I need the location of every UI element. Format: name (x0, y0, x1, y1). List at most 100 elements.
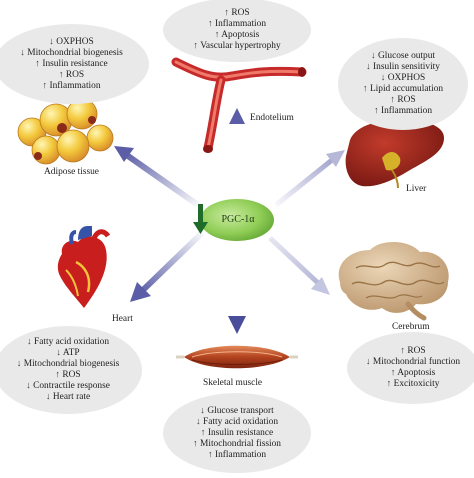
effect-text: ATP (62, 348, 80, 358)
heart-label: Heart (112, 314, 133, 324)
effect-text: Glucose transport (207, 405, 274, 416)
effect-text: Inflammation (215, 449, 267, 460)
pgc1a-label: PGC-1α (221, 214, 255, 225)
liver-effects: ↓ Glucose output↓ Insulin sensitivity↓ O… (338, 38, 468, 130)
adipose-cells-illustration (17, 98, 114, 165)
up-arrow-icon: ↑ (58, 69, 64, 80)
effect-text: Inflammation (215, 19, 267, 29)
effect-text: Mitochondrial function (372, 357, 461, 367)
effect-text: Excitoxicity (393, 379, 440, 389)
down-arrow-icon: ↓ (195, 416, 201, 427)
effect-item: ↑ Apoptosis (215, 30, 260, 41)
effect-item: ↓ Glucose output (371, 51, 435, 62)
up-arrow-icon: ↑ (42, 80, 48, 91)
effect-text: Mitochondrial biogenesis (27, 47, 123, 58)
skeletal-muscle-effects: ↓ Glucose transport↓ Fatty acid oxidatio… (163, 393, 311, 473)
up-arrow-icon: ↑ (35, 58, 40, 69)
up-arrow-icon: ↑ (390, 368, 396, 378)
effect-item: ↓ Heart rate (46, 392, 90, 403)
effect-text: Fatty acid oxidation (203, 416, 279, 427)
effect-item: ↑ Apoptosis (391, 368, 436, 379)
effect-item: ↓ Mitochondrial biogenesis (20, 48, 123, 59)
skeletal-muscle-illustration (176, 345, 298, 369)
up-arrow-icon: ↑ (400, 346, 406, 356)
effect-text: Heart rate (52, 392, 91, 402)
brain-illustration (338, 241, 449, 321)
down-arrow-icon: ↓ (56, 348, 62, 358)
up-arrow-icon: ↑ (390, 95, 396, 105)
adipose-effects: ↓ OXPHOS↓ Mitochondrial biogenesis↑ Insu… (0, 24, 149, 104)
effect-text: Vascular hypertrophy (200, 41, 281, 51)
effect-item: ↓ OXPHOS (49, 37, 94, 48)
effect-item: ↓ Contractile response (26, 381, 110, 392)
up-arrow-icon: ↑ (386, 379, 392, 389)
up-arrow-icon: ↑ (200, 427, 206, 438)
effect-text: Mitochondrial fission (200, 438, 281, 449)
effect-item: ↓ Mitochondrial biogenesis (17, 359, 120, 370)
liver-illustration (345, 119, 444, 189)
cerebrum-effects: ↑ ROS↓ Mitochondrial function↑ Apoptosis… (347, 332, 474, 404)
effect-text: Fatty acid oxidation (34, 337, 110, 347)
endothelium-effects: ↑ ROS↑ Inflammation↑ Apoptosis↑ Vascular… (163, 0, 311, 62)
effect-text: Mitochondrial biogenesis (23, 359, 120, 369)
effect-item: ↑ Inflammation (374, 106, 432, 117)
effect-text: Apoptosis (221, 30, 260, 40)
effect-item: ↓ Fatty acid oxidation (27, 337, 109, 348)
effect-text: Insulin resistance (207, 427, 274, 438)
down-arrow-icon: ↓ (26, 337, 32, 347)
effect-text: Inflammation (49, 80, 101, 91)
effect-text: ROS (65, 69, 85, 80)
effect-text: ROS (397, 95, 416, 105)
adipose-label: Adipose tissue (44, 167, 99, 177)
effect-item: ↑ Excitoxicity (387, 379, 440, 390)
effect-item: ↑ ROS (400, 346, 425, 357)
down-arrow-icon: ↓ (20, 47, 25, 58)
heart-effects: ↓ Fatty acid oxidation↓ ATP↓ Mitochondri… (0, 326, 142, 414)
down-arrow-icon: ↓ (370, 51, 376, 61)
heart-illustration (57, 226, 111, 308)
effect-text: Glucose output (378, 51, 436, 61)
effect-text: Insulin resistance (42, 58, 108, 69)
skeletal-muscle-label: Skeletal muscle (203, 378, 263, 388)
connector-adipose (114, 146, 200, 208)
up-arrow-icon: ↑ (214, 30, 220, 40)
down-arrow-icon: ↓ (200, 405, 205, 416)
effect-item: ↓ OXPHOS (381, 73, 426, 84)
connector-endothelium (229, 108, 245, 194)
up-arrow-icon: ↑ (207, 449, 213, 460)
connector-muscle (228, 243, 246, 334)
blood-vessel-illustration (171, 57, 307, 153)
effect-item: ↑ ROS (224, 8, 249, 19)
up-arrow-icon: ↑ (55, 370, 61, 380)
cerebrum-label: Cerebrum (392, 322, 430, 332)
connector-heart (130, 230, 205, 302)
effect-item: ↑ Inflammation (208, 19, 266, 30)
up-arrow-icon: ↑ (207, 19, 213, 29)
down-arrow-icon: ↓ (380, 73, 386, 83)
liver-label: Liver (406, 184, 427, 194)
effect-text: ROS (407, 346, 426, 356)
effect-item: ↑ Insulin resistance (201, 428, 273, 439)
effect-item: ↑ Inflammation (208, 450, 266, 461)
effect-item: ↑ ROS (55, 370, 80, 381)
pgc1a-node (200, 199, 274, 241)
down-arrow-icon: ↓ (366, 62, 371, 72)
effect-text: OXPHOS (56, 36, 94, 47)
effect-item: ↑ Inflammation (42, 81, 100, 92)
up-arrow-icon: ↑ (224, 8, 230, 18)
effect-text: ROS (231, 8, 250, 18)
effect-item: ↓ Glucose transport (200, 406, 273, 417)
effect-item: ↑ Vascular hypertrophy (193, 41, 280, 52)
effect-item: ↑ Mitochondrial fission (193, 439, 281, 450)
effect-item: ↑ ROS (59, 70, 84, 81)
effect-text: Apoptosis (397, 368, 436, 378)
effect-text: Insulin sensitivity (373, 62, 440, 72)
effect-item: ↓ ATP (56, 348, 79, 359)
effect-text: Inflammation (381, 106, 433, 116)
effect-text: OXPHOS (387, 73, 426, 83)
endothelium-label: Endotelium (250, 113, 294, 123)
effect-item: ↑ ROS (390, 95, 415, 106)
effect-item: ↓ Mitochondrial function (366, 357, 460, 368)
effect-text: ROS (62, 370, 81, 380)
